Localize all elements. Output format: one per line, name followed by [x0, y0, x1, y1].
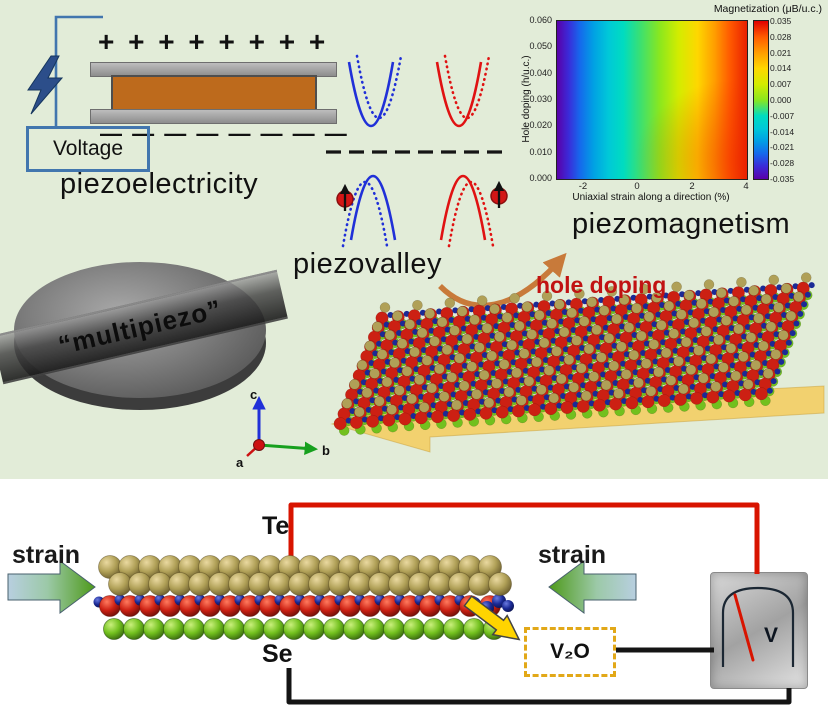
strain-label-left: strain — [12, 541, 81, 569]
vste-slab — [93, 555, 514, 640]
negative-charge-row: — — — — — — — — — [100, 121, 347, 146]
heatmap-ytick: 0.000 — [529, 173, 552, 183]
piezovalley-label: piezovalley — [293, 248, 442, 280]
se-label: Se — [262, 640, 293, 668]
heatmap-xlabel: Uniaxial strain along a direction (%) — [572, 192, 730, 203]
heatmap-ytick: 0.010 — [529, 147, 552, 157]
heatmap-ytick: 0.030 — [529, 94, 552, 104]
strain-label-right: strain — [538, 541, 607, 569]
heatmap-xtick: 4 — [743, 181, 749, 192]
heatmap-title: Magnetization (μB/u.c.) — [713, 3, 822, 15]
te-label: Te — [262, 512, 290, 540]
voltmeter — [710, 572, 808, 689]
voltage-box: Voltage — [26, 126, 150, 172]
colorbar-tick: 0.035 — [770, 16, 792, 26]
colorbar-tick: -0.007 — [770, 111, 795, 121]
colorbar-tick: 0.028 — [770, 32, 792, 42]
colorbar-tick: 0.000 — [770, 95, 792, 105]
heatmap-xtick: -2 — [578, 181, 588, 192]
heatmap-ytick: 0.050 — [529, 41, 552, 51]
heatmap-colorbar — [753, 20, 769, 180]
voltage-label: Voltage — [52, 137, 124, 160]
v2o-box: V₂O — [524, 627, 616, 677]
v2o-label: V₂O — [550, 640, 590, 663]
colorbar-tick: 0.021 — [770, 48, 792, 58]
red-wire — [288, 502, 760, 574]
colorbar-tick: -0.014 — [770, 127, 795, 137]
heatmap-ytick: 0.020 — [529, 120, 552, 130]
heatmap-ytick: 0.040 — [529, 68, 552, 78]
piezoelectric-layer — [111, 75, 317, 111]
colorbar-tick: -0.021 — [770, 142, 795, 152]
colorbar-tick: 0.007 — [770, 79, 792, 89]
piezomagnetism-label: piezomagnetism — [572, 208, 791, 240]
v2o-arrow-icon — [463, 595, 521, 641]
heatmap-plot — [556, 20, 748, 180]
positive-charge-row: + + + + + + + + — [98, 26, 326, 57]
heatmap-xtick: 2 — [689, 181, 695, 192]
heatmap-ytick: 0.060 — [529, 15, 552, 25]
colorbar-tick: -0.028 — [770, 158, 795, 168]
heatmap-xtick: 0 — [634, 181, 640, 192]
hole-doping-label: hole doping — [536, 272, 667, 298]
colorbar-tick: 0.014 — [770, 63, 792, 73]
colorbar-tick: -0.035 — [770, 174, 795, 184]
piezoelectricity-label: piezoelectricity — [60, 168, 259, 200]
